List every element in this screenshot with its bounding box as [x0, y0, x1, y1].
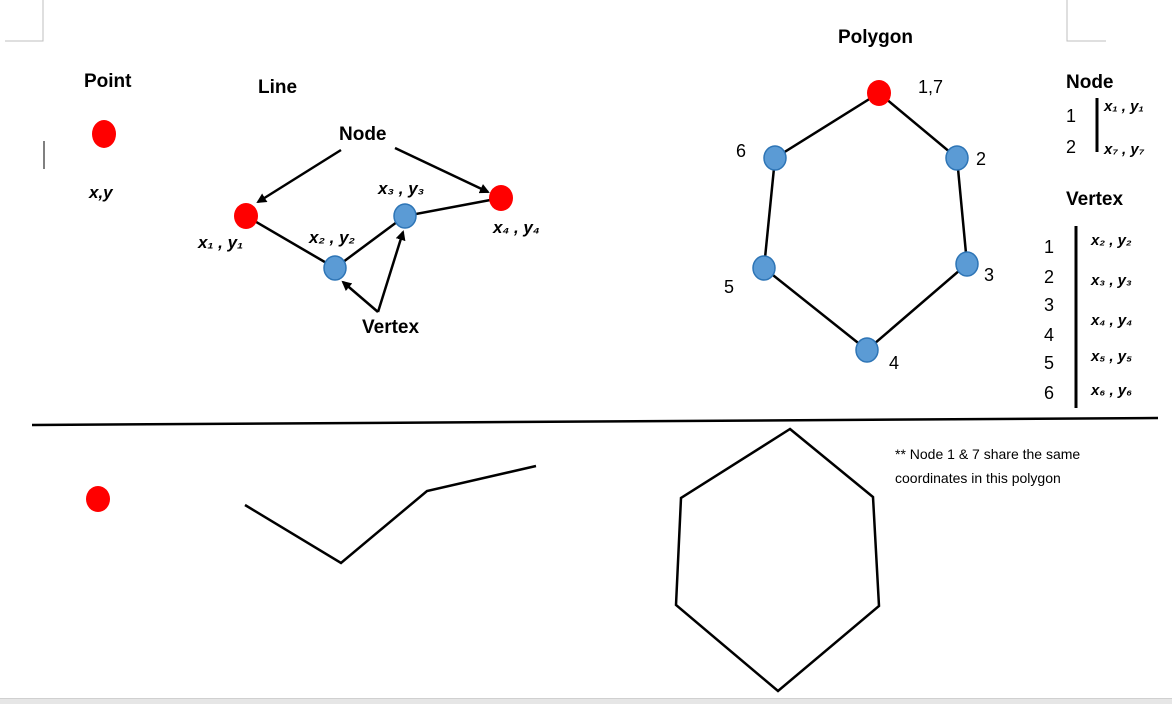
polygon-vertex-2 — [945, 145, 969, 171]
vertex-arrow-1 — [341, 280, 379, 313]
line-vertex-2 — [393, 203, 417, 229]
point-node — [92, 120, 116, 148]
page-corner-mark-left — [5, 0, 44, 42]
legend-node-title: Node — [1066, 72, 1114, 93]
line-vertex-label: Vertex — [362, 317, 419, 338]
polygon-label-3: 3 — [984, 265, 994, 285]
node-arrow-2 — [394, 146, 490, 194]
line-path — [245, 196, 502, 270]
page-corner-mark-right — [1066, 0, 1106, 42]
node-arrow-1 — [256, 148, 342, 204]
legend-vertex-num: 5 — [1044, 353, 1054, 373]
legend-vertex-title: Vertex — [1066, 189, 1123, 210]
coord-label-3: x₃ , y₃ — [377, 179, 424, 198]
legend-node-coord: x₁ , y₁ — [1103, 98, 1144, 115]
polygon-vertex-6 — [763, 145, 787, 171]
legend-vertex-coord: x₅ , y₅ — [1090, 348, 1132, 365]
legend-vertex-num: 6 — [1044, 383, 1054, 403]
line-node-label: Node — [339, 124, 387, 145]
bottom-point — [86, 486, 110, 512]
coord-label-2: x₂ , y₂ — [308, 228, 356, 247]
bottom-polygon — [674, 427, 881, 693]
legend-vertex-num: 1 — [1044, 237, 1054, 257]
polygon-vertex-3 — [955, 251, 979, 277]
legend-vertex-coord: x₆ , y₆ — [1090, 382, 1132, 399]
line-node-2 — [489, 185, 513, 211]
polygon-label-4: 4 — [889, 353, 899, 373]
point-label: x,y — [88, 183, 114, 202]
note-line-2: coordinates in this polygon — [895, 470, 1061, 486]
legend-node-num: 2 — [1066, 137, 1076, 157]
legend-vertex-coord: x₄ , y₄ — [1090, 312, 1132, 329]
coord-label-4: x₄ , y₄ — [492, 218, 540, 237]
polygon-label-5: 5 — [724, 277, 734, 297]
legend-vertex-num: 2 — [1044, 267, 1054, 287]
polygon-vertex-5 — [752, 255, 776, 281]
legend-vertex-coord: x₂ , y₂ — [1090, 232, 1132, 249]
legend-vertex-num: 4 — [1044, 325, 1054, 345]
line-node-1 — [234, 203, 258, 229]
polygon-label-1-7: 1,7 — [918, 77, 943, 97]
point-title: Point — [84, 71, 132, 92]
legend-node-coord: x₇ , y₇ — [1103, 141, 1145, 158]
divider-line — [31, 416, 1159, 427]
polygon-vertex-4 — [855, 337, 879, 363]
note-line-1: ** Node 1 & 7 share the same — [895, 446, 1080, 462]
polygon-path — [762, 91, 969, 352]
legend-vertex-num: 3 — [1044, 295, 1054, 315]
coord-label-1: x₁ , y₁ — [197, 233, 243, 252]
polygon-label-2: 2 — [976, 149, 986, 169]
line-vertex-1 — [323, 255, 347, 281]
polygon-title: Polygon — [838, 27, 913, 48]
bottom-line — [244, 464, 537, 565]
status-bar-edge — [0, 698, 1172, 704]
legend-node-num: 1 — [1066, 106, 1076, 126]
line-title: Line — [258, 77, 297, 98]
vertex-arrow-2 — [376, 230, 406, 313]
polygon-label-6: 6 — [736, 141, 746, 161]
legend-vertex-coord: x₃ , y₃ — [1090, 272, 1132, 289]
polygon-node — [867, 80, 891, 106]
